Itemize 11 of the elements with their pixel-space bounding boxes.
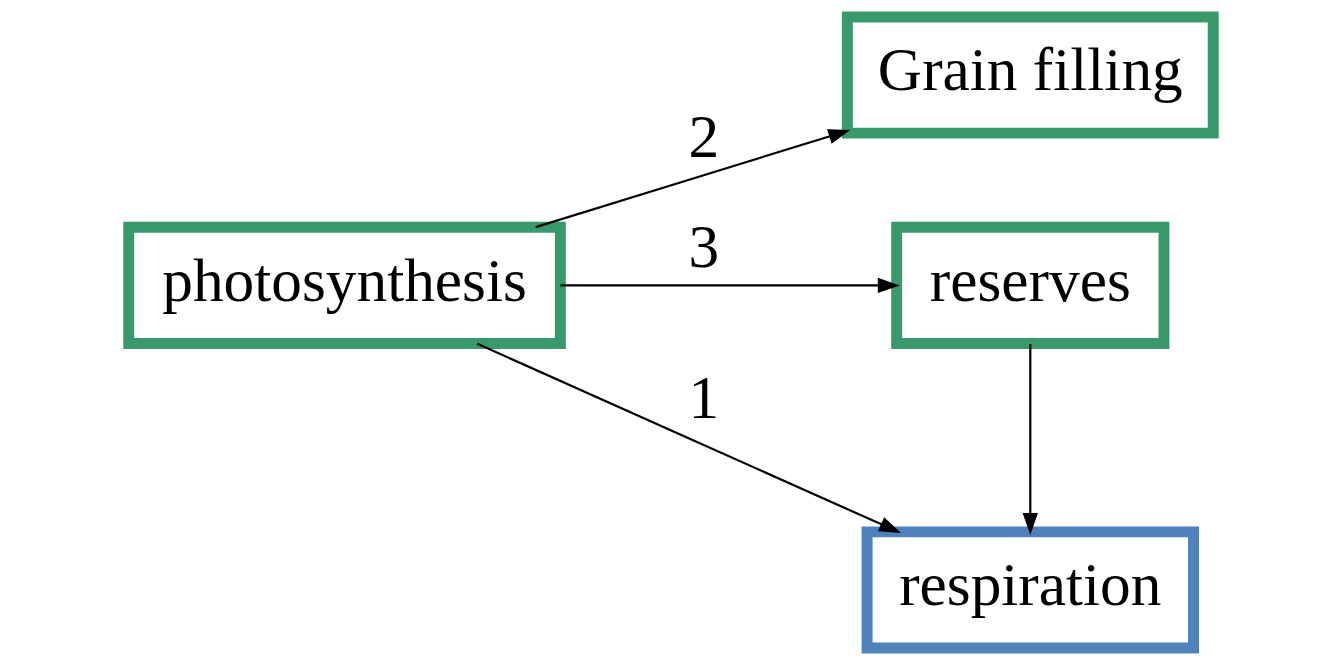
arrow	[535, 129, 851, 229]
edge-label: 2	[688, 102, 720, 171]
arrow	[560, 277, 900, 294]
node-box: respiration	[861, 526, 1199, 654]
arrow	[1022, 344, 1038, 535]
edge-label: 3	[688, 211, 720, 280]
node-box: photosynthesis	[123, 221, 566, 349]
node-box: reserves	[891, 221, 1170, 349]
node-box: Grain filling	[841, 11, 1219, 139]
arrow	[476, 342, 901, 534]
edge-label: 1	[688, 362, 720, 431]
